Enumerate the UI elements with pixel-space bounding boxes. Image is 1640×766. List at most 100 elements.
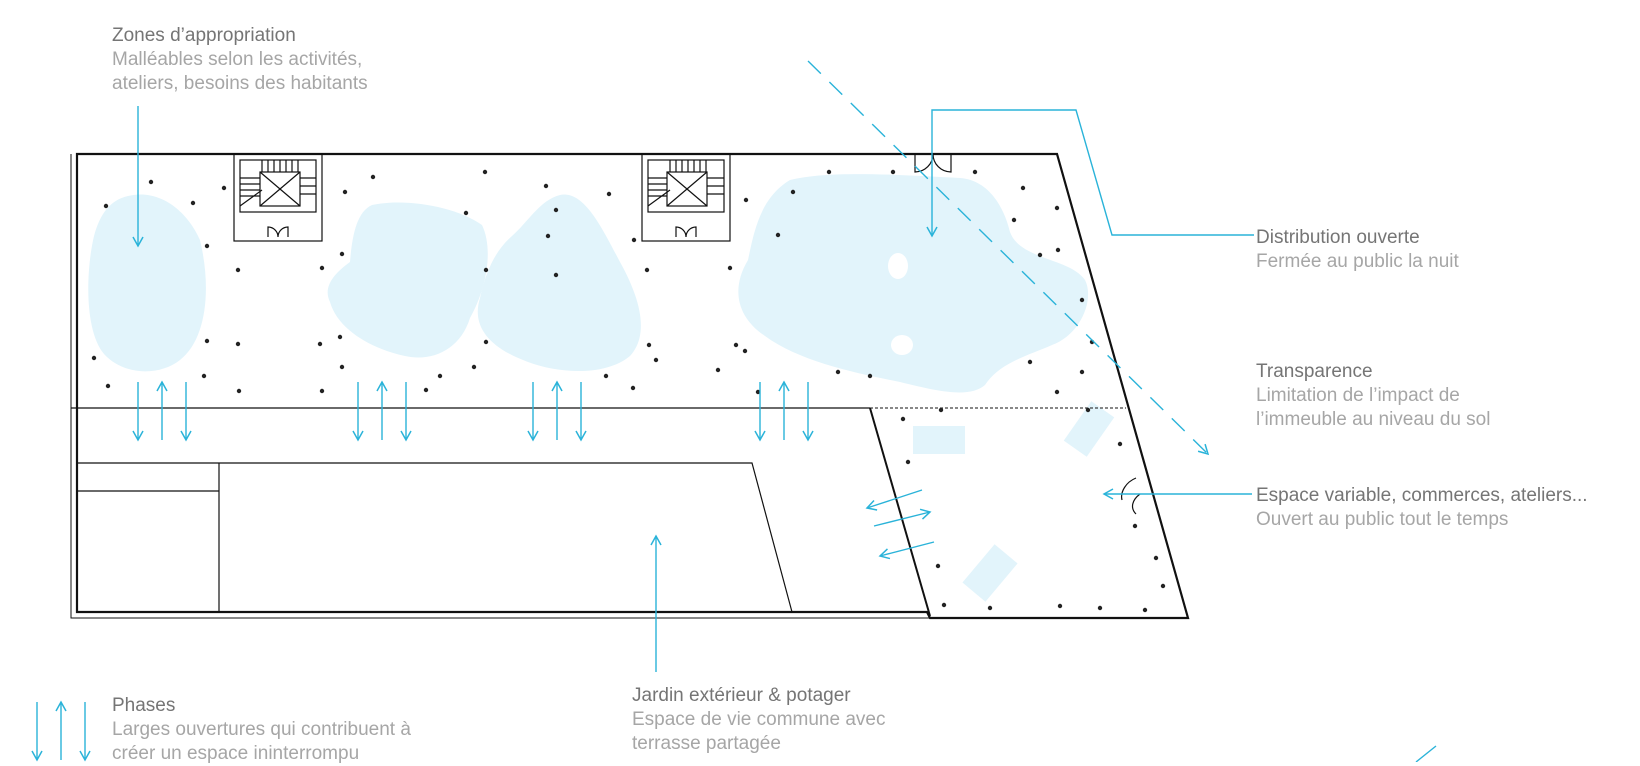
zone-rect-3 [962,544,1018,602]
column-dot [987,605,993,611]
column-dot [235,267,241,273]
column-dot [1027,359,1033,365]
column-dot [423,387,429,393]
column-dot [1037,252,1043,258]
column-dot [1079,297,1085,303]
jardin-line-1: Espace de vie commune avec [632,709,886,730]
column-dot [319,388,325,394]
core-1-shaft [233,153,323,242]
column-dot [190,200,196,206]
outer-wall-offset [70,154,930,619]
column-dot [1117,441,1123,447]
column-dot [727,265,733,271]
diagonal-passage-arrows [865,489,935,560]
phase-legend-triplet [31,700,91,762]
column-dot [543,183,549,189]
transparence-title: Transparence [1256,361,1373,382]
column-dot [646,342,652,348]
core-1-door [267,226,289,238]
column-dot [1054,389,1060,395]
column-dot [482,169,488,175]
phase-arrows [31,380,814,762]
phase-triplet-3 [527,380,587,442]
zone-blob-3 [477,194,641,372]
passage-arrow-3 [878,541,935,560]
phases-line-2: créer un espace ininterrompu [112,743,360,764]
column-dot [339,364,345,370]
espace-line-1: Ouvert au public tout le temps [1256,509,1509,530]
column-dot [204,338,210,344]
entrance-doors [914,153,1141,515]
column-dot [1153,555,1159,561]
column-dot [483,267,489,273]
column-dot [606,191,612,197]
column-dot [1142,607,1148,613]
zone-rect-1 [913,426,965,454]
column-dot [91,355,97,361]
side-entrance-door [1121,477,1141,515]
column-dot [755,389,761,395]
column-dot [733,342,739,348]
annotation-phases: Phases Larges ouvertures qui contribuent… [112,694,411,766]
phase-triplet-4 [754,380,814,442]
core-2-lift [666,171,708,207]
zone-blob-4 [738,174,1089,393]
column-dot [941,602,947,608]
column-dot [644,267,650,273]
zone-rect-2 [1063,401,1115,457]
core-1-lift-x2 [259,171,301,207]
column-dot [742,348,748,354]
column-dot [370,174,376,180]
stair-core-1 [233,153,323,242]
zone-blob-1 [88,194,206,372]
zone-blob-4-hole-2 [891,335,913,355]
core-2-lift-x2 [666,171,708,207]
column-dot [342,189,348,195]
phases-title: Phases [112,695,176,716]
column-dot [235,341,241,347]
phase-triplet-1 [132,380,192,442]
column-dot [317,341,323,347]
column-dot [630,385,636,391]
column-dot [1011,217,1017,223]
column-dot [1057,603,1063,609]
column-dot [743,197,749,203]
column-dot [603,373,609,379]
divider-diagonal [869,407,931,617]
column-dot [337,334,343,340]
distribution-leader [926,109,1254,238]
column-dot [867,373,873,379]
column-dot [1054,205,1060,211]
zone-blob-4-hole-1 [888,253,908,279]
column-dot [826,169,832,175]
distribution-title: Distribution ouverte [1256,227,1420,248]
column-dot [204,243,210,249]
core-2-shaft [641,153,731,242]
annotation-jardin: Jardin extérieur & potager Espace de vie… [632,684,885,756]
column-dot [1160,583,1166,589]
column-dot [1097,605,1103,611]
column-dot [1055,247,1061,253]
column-dot [545,233,551,239]
column-dot [653,357,659,363]
annotation-distribution: Distribution ouverte Fermée au public la… [1256,226,1459,274]
garden-outline [77,462,793,613]
column-dot [1079,369,1085,375]
jardin-line-2: terrasse partagée [632,733,781,754]
column-dot [835,369,841,375]
column-dot [471,364,477,370]
distribution-line-1: Fermée au public la nuit [1256,251,1459,272]
column-dot [339,251,345,257]
column-dot [221,185,227,191]
column-dot [553,272,559,278]
column-dot [1085,407,1091,413]
annotation-lines [132,60,1437,762]
column-dot [1132,523,1138,529]
column-dot [715,367,721,373]
stair-core-2 [641,153,731,242]
column-dot [463,210,469,216]
transparence-line-2: l’immeuble au niveau du sol [1256,409,1491,430]
column-dot [483,339,489,345]
espace-title: Espace variable, commerces, ateliers... [1256,485,1588,506]
